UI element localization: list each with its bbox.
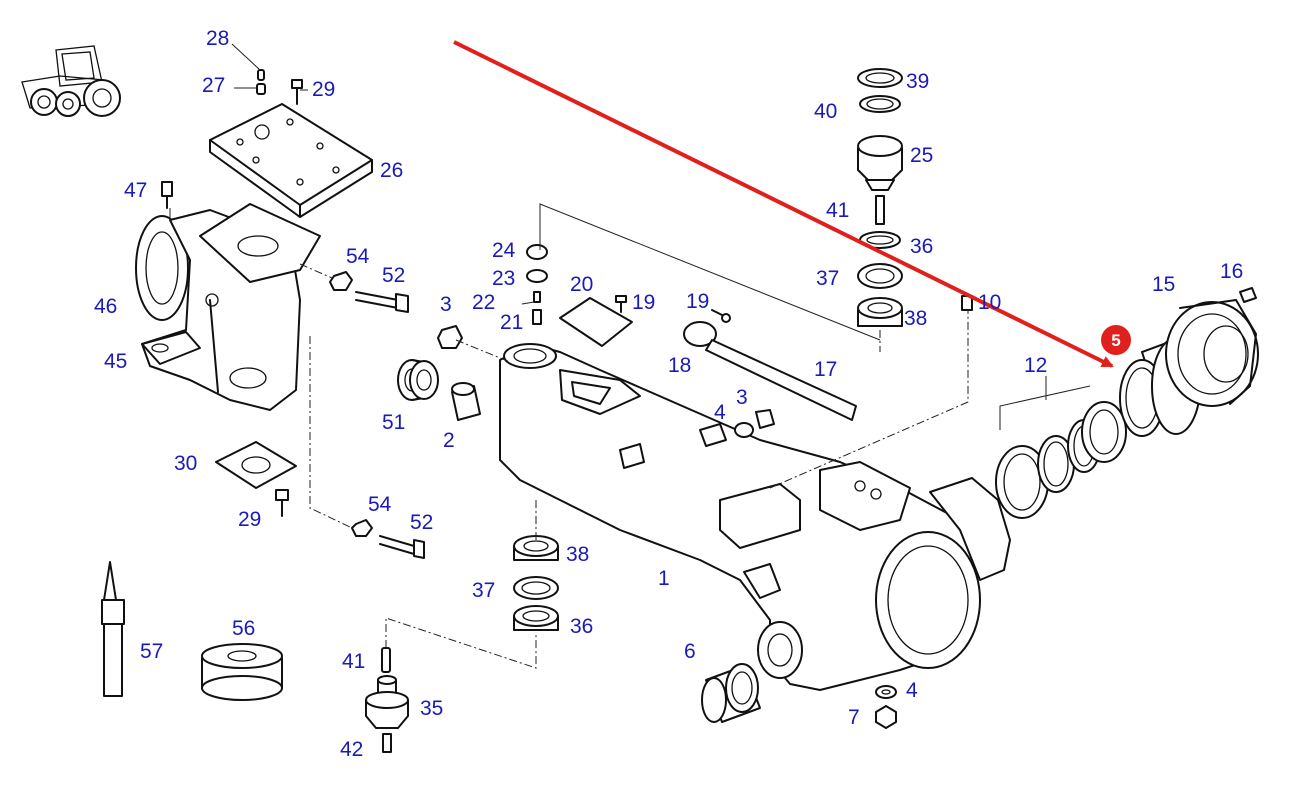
- part-label: 23: [492, 267, 515, 290]
- part-label: 42: [340, 738, 363, 761]
- part-labels: 28 27 29 26 47 46 45 54 52 51 2 3 24 23 …: [94, 27, 1243, 761]
- bolt-29-top: [291, 79, 303, 105]
- cover-plate-26: [209, 103, 373, 218]
- bolt-52-lower: [379, 535, 425, 559]
- tie-rod-17: [683, 321, 857, 421]
- part-label: 37: [816, 267, 839, 290]
- pointer-arrow: [453, 40, 1114, 368]
- bolt-42: [382, 733, 392, 753]
- part-label: 45: [104, 350, 127, 373]
- part-label: 52: [410, 511, 433, 534]
- part-label: 39: [906, 70, 929, 93]
- part-label: 52: [382, 264, 405, 287]
- part-label: 21: [500, 311, 523, 334]
- callout-badge-label: 5: [1111, 331, 1120, 350]
- tractor-icon: [21, 45, 121, 117]
- part-label: 37: [472, 579, 495, 602]
- leader-lines: [169, 43, 1091, 430]
- part-label: 24: [492, 239, 516, 262]
- part-label: 51: [382, 411, 405, 434]
- part-label: 47: [124, 179, 147, 202]
- part-label: 25: [910, 144, 933, 167]
- callout-badge: 5: [1101, 325, 1131, 355]
- bush-2: [451, 382, 481, 421]
- bolt-19-right: [711, 309, 731, 323]
- part-label: 3: [736, 386, 748, 409]
- hub-cover-15: [1165, 299, 1259, 407]
- grease-nipple-47: [161, 181, 173, 209]
- centre-lines: [299, 263, 969, 669]
- part-label: 26: [380, 159, 403, 182]
- part-label: 3: [440, 293, 452, 316]
- sealant-cartridge-57: [101, 561, 125, 697]
- washer-4-bottom: [875, 685, 897, 699]
- bushing-6: [701, 663, 761, 723]
- part-label: 4: [714, 401, 726, 424]
- gasket-30: [215, 441, 297, 489]
- swivel-housing-45: [135, 203, 321, 411]
- part-label: 40: [814, 100, 837, 123]
- part-label: 10: [978, 291, 1001, 314]
- part-label: 19: [686, 290, 709, 313]
- part-label: 22: [472, 291, 495, 314]
- part-label: 36: [570, 615, 593, 638]
- part-label: 41: [342, 650, 365, 673]
- bolt-52-upper: [355, 291, 409, 313]
- part-label: 1: [658, 567, 670, 590]
- kingpin-stack-upper: [857, 68, 903, 327]
- plug-7: [875, 705, 897, 729]
- part-label: 15: [1152, 273, 1175, 296]
- part-label: 4: [906, 679, 918, 702]
- part-label: 30: [174, 452, 197, 475]
- part-label: 36: [910, 235, 933, 258]
- part-label: 2: [443, 429, 455, 452]
- part-label: 54: [346, 245, 370, 268]
- part-label: 12: [1024, 354, 1047, 377]
- part-label: 29: [312, 78, 335, 101]
- part-label: 18: [668, 354, 691, 377]
- seal-kit-12: [995, 401, 1127, 519]
- part-label: 27: [202, 74, 225, 97]
- part-label: 46: [94, 295, 117, 318]
- part-label: 56: [232, 617, 255, 640]
- part-label: 41: [826, 199, 849, 222]
- bearing-51: [397, 359, 439, 401]
- part-label: 20: [570, 273, 593, 296]
- part-label: 38: [566, 543, 589, 566]
- nut-54-upper: [329, 271, 353, 291]
- bolt-16: [1239, 287, 1257, 303]
- pin-41-lower: [381, 647, 391, 673]
- part-label: 28: [206, 27, 229, 50]
- part-label: 6: [684, 640, 696, 663]
- cover-20: [559, 297, 633, 347]
- kingpin-stack-lower: [513, 535, 559, 631]
- bolt-19-left: [615, 295, 627, 313]
- part-label: 19: [632, 291, 655, 314]
- part-label: 57: [140, 640, 163, 663]
- axle-housing-1: [499, 343, 1011, 691]
- part-label: 29: [238, 508, 261, 531]
- part-label: 17: [814, 358, 837, 381]
- part-label: 38: [904, 307, 927, 330]
- part-label: 54: [368, 493, 392, 516]
- kingpin-35: [365, 675, 409, 729]
- part-label: 16: [1220, 260, 1243, 283]
- plug-3-left: [437, 325, 463, 349]
- plug-3-right: [734, 409, 775, 438]
- part-label: 35: [420, 697, 443, 720]
- nut-54-lower: [351, 519, 373, 537]
- stack-21-24: [526, 244, 548, 325]
- part-label: 7: [848, 706, 860, 729]
- bushing-56: [201, 643, 283, 701]
- bolt-29-lower: [275, 489, 289, 517]
- pin-27-28: [256, 69, 266, 95]
